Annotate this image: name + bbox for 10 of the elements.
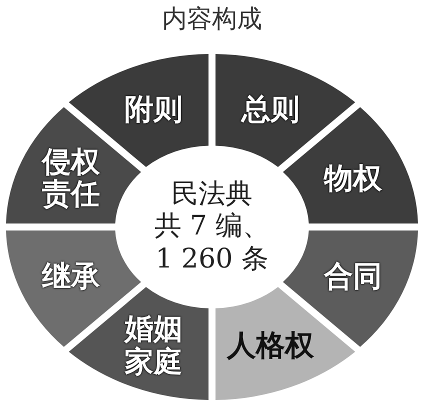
diagram-title: 内容构成 [161, 3, 263, 35]
segment-label: 附则 [124, 92, 184, 125]
center-label: 民法典共 7 编、1 260 条 [154, 178, 270, 276]
segment-label: 总则 [240, 92, 300, 125]
segment-label: 继承 [40, 260, 102, 292]
segment-label: 合同 [322, 260, 383, 292]
segment-label: 人格权 [226, 329, 315, 362]
segment-label: 侵权责任 [40, 146, 102, 210]
segment-label: 物权 [322, 162, 383, 194]
segment-label: 婚姻家庭 [122, 312, 184, 378]
